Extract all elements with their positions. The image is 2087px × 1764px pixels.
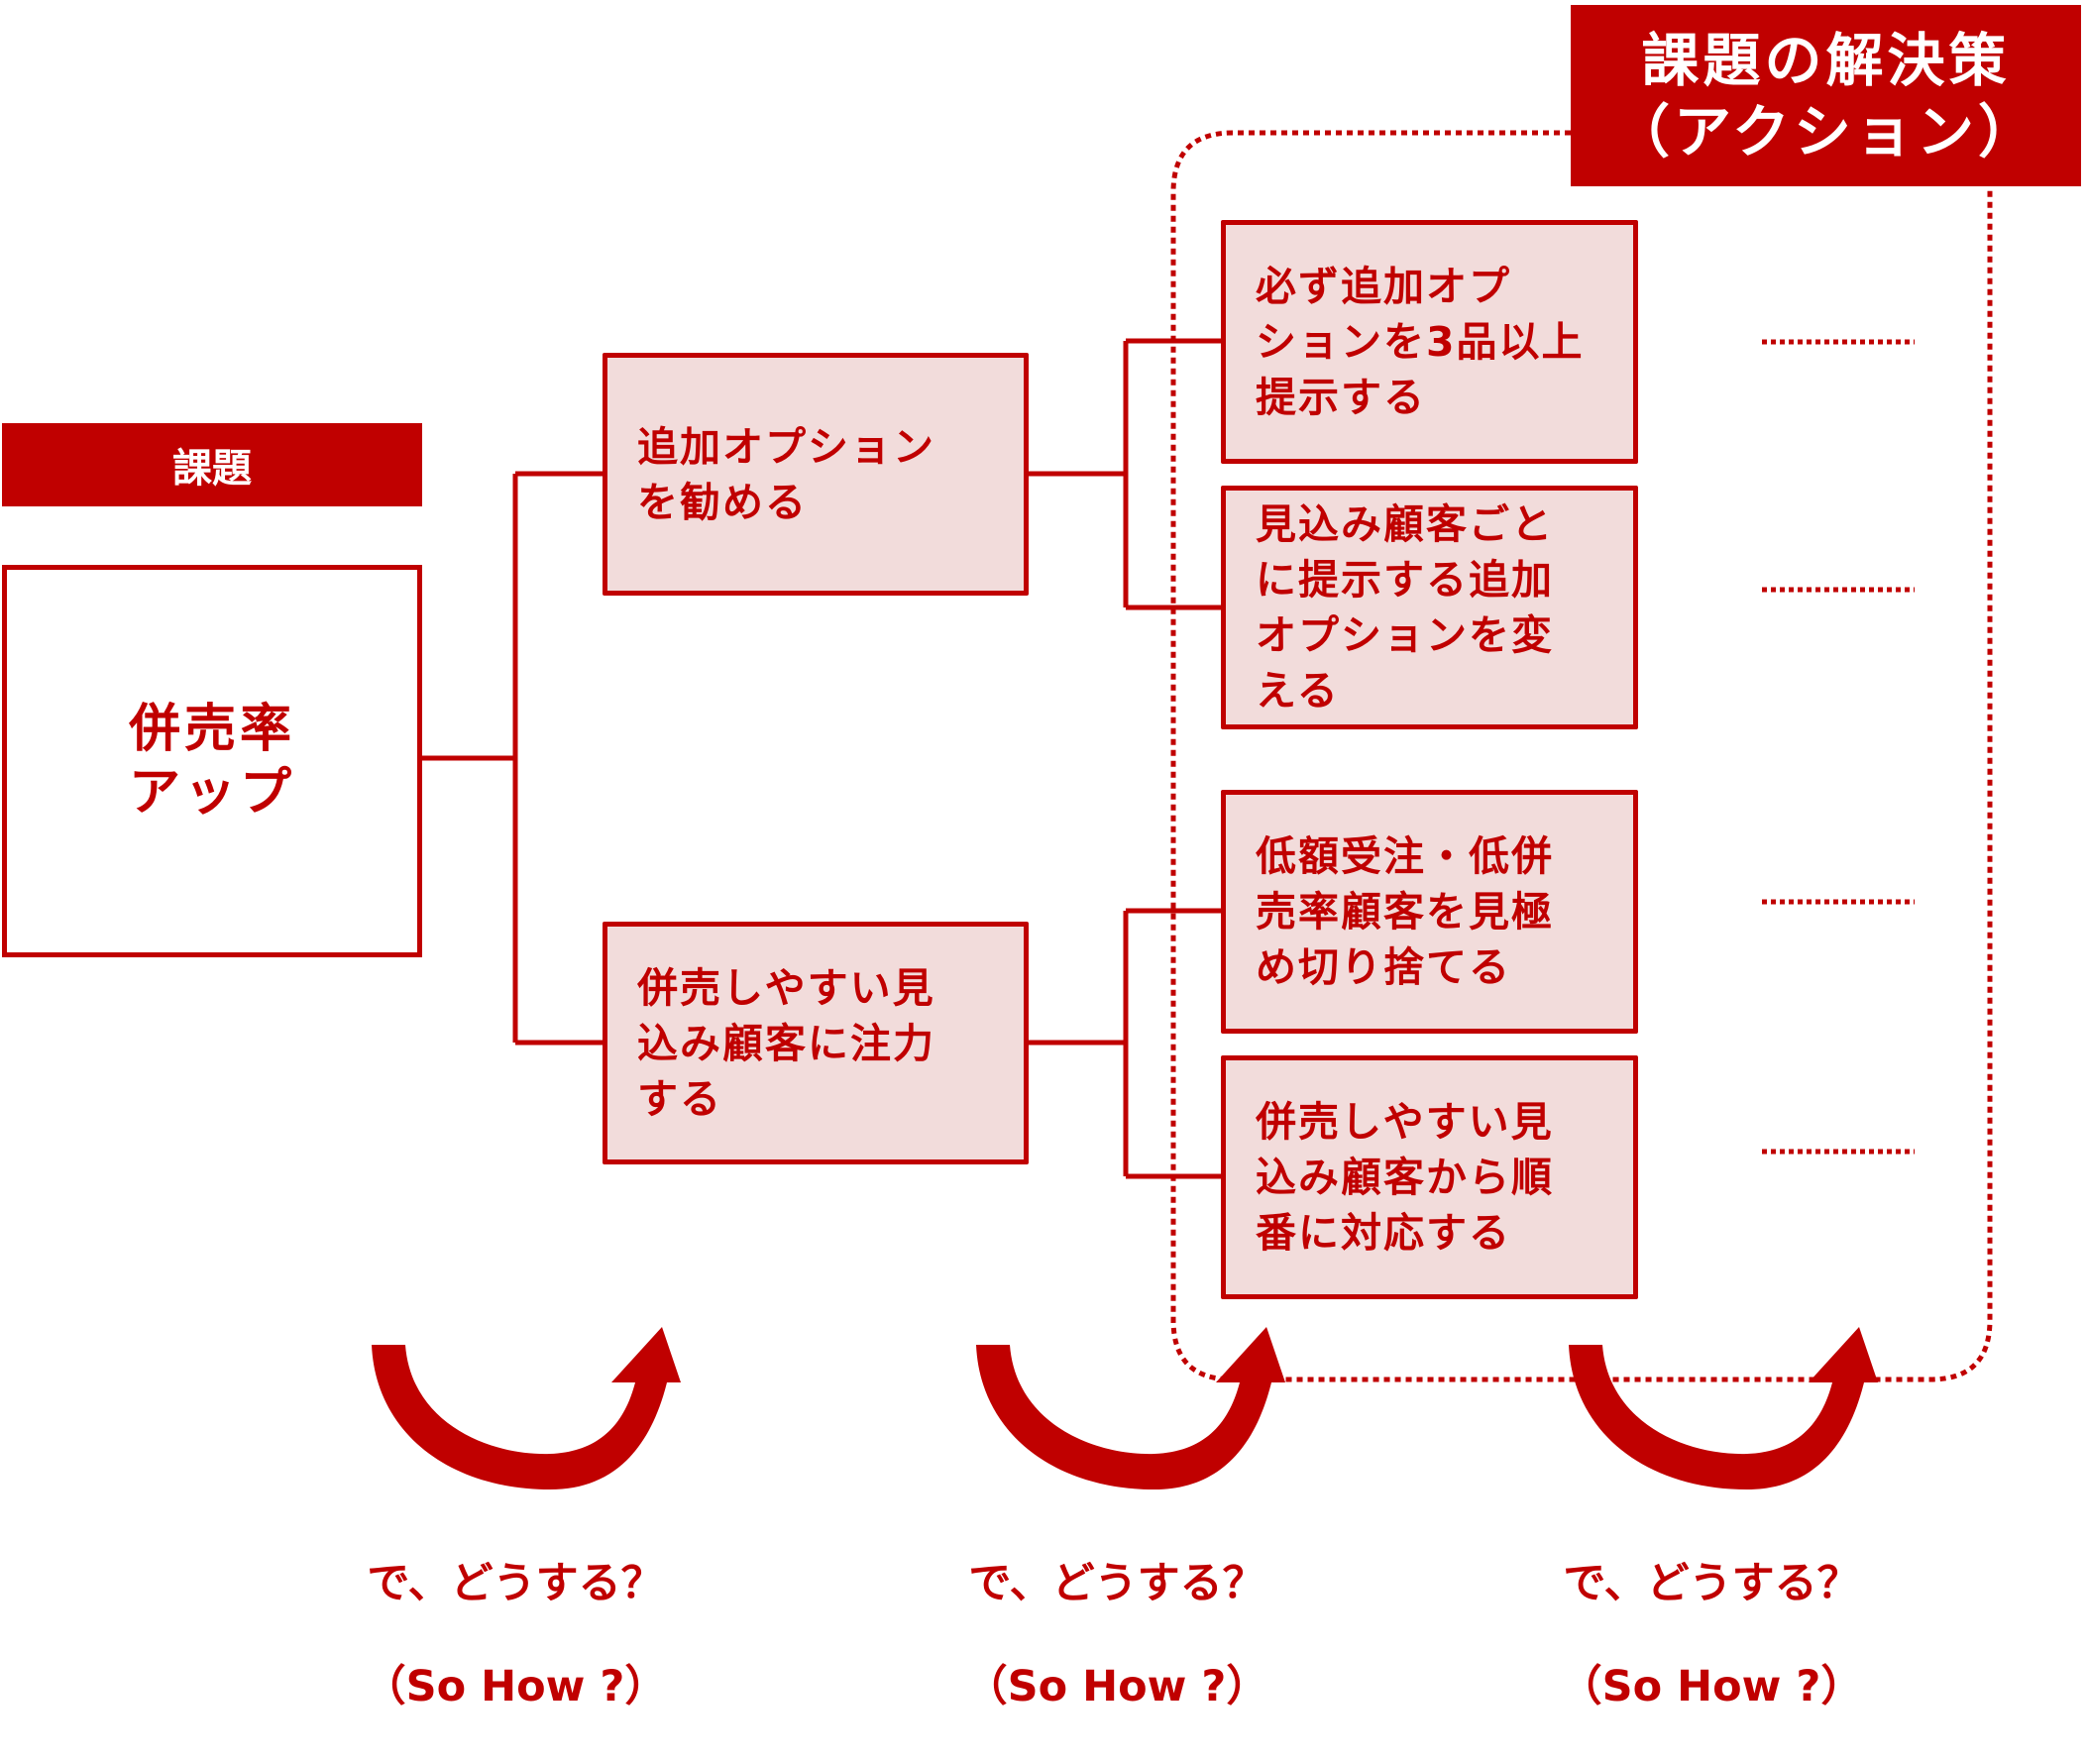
action-label: 見込み顧客ごと に提示する追加 オプションを変 える [1256, 500, 1554, 715]
so-how-question: で、どうする？ [1563, 1559, 1860, 1608]
so-how-english: （So How ?） [1559, 1662, 1864, 1711]
curved-arrow-icon [1569, 1327, 1878, 1489]
branch-label: 追加オプション を勧める [637, 422, 935, 526]
branch-box: 併売しやすい見 込み顧客に注力 する [603, 922, 1029, 1164]
branch2-connector [1027, 908, 1223, 1179]
action-label: 低額受注・低併 売率顧客を見極 め切り捨てる [1256, 832, 1554, 991]
so-how-english: （So How ?） [964, 1662, 1269, 1711]
action-box: 併売しやすい見 込み顧客から順 番に対応する [1221, 1055, 1638, 1299]
so-how-question: で、どうする？ [367, 1559, 664, 1608]
action-header: 課題の解決策 （アクション） [1571, 5, 2081, 186]
action-header-subtitle: （アクション） [1611, 97, 2040, 165]
so-how-caption: で、どうする？ （So How ?） [919, 1506, 1315, 1764]
so-how-caption: で、どうする？ （So How ?） [317, 1506, 714, 1764]
issue-title: 併売率 アップ [128, 700, 295, 823]
branch1-connector [1027, 338, 1223, 610]
action-label: 必ず追加オプ ションを3品以上 提示する [1256, 263, 1585, 421]
branch-box: 追加オプション を勧める [603, 353, 1029, 596]
issue-label-text: 課題 [172, 446, 252, 492]
so-how-question: で、どうする？ [968, 1559, 1265, 1608]
root-connector [421, 471, 604, 1046]
action-header-title: 課題の解決策 [1641, 26, 2011, 94]
leaf-continuation-dots [1762, 339, 1915, 1155]
action-frame-dotted [1170, 130, 1993, 1382]
action-label: 併売しやすい見 込み顧客から順 番に対応する [1256, 1098, 1554, 1257]
diagram-lines [372, 130, 1993, 1489]
action-box: 必ず追加オプ ションを3品以上 提示する [1221, 220, 1638, 464]
so-how-caption: で、どうする？ （So How ?） [1513, 1506, 1910, 1764]
curved-arrow-icon [372, 1327, 681, 1489]
branch-label: 併売しやすい見 込み顧客に注力 する [637, 963, 935, 1123]
issue-label: 課題 [2, 423, 422, 506]
action-box: 低額受注・低併 売率顧客を見極 め切り捨てる [1221, 790, 1638, 1034]
action-box: 見込み顧客ごと に提示する追加 オプションを変 える [1221, 486, 1638, 729]
so-how-english: （So How ?） [363, 1662, 668, 1711]
curved-arrow-icon [976, 1327, 1285, 1489]
issue-box: 併売率 アップ [2, 565, 422, 957]
